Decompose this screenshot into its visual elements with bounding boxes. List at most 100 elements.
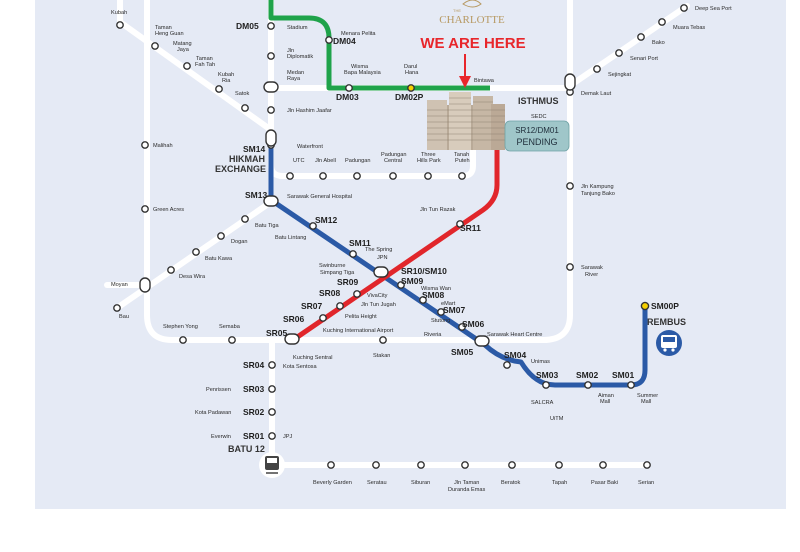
label: Desa Wira xyxy=(179,274,206,280)
station-dot xyxy=(319,314,327,322)
label: Riveria xyxy=(424,332,442,338)
headline: WE ARE HERE xyxy=(420,35,525,52)
station-dot xyxy=(417,461,425,469)
label: Green Acres xyxy=(153,207,184,213)
station-dot xyxy=(268,361,276,369)
area-hikmah-1: HIKMAH xyxy=(229,154,265,164)
label: Moyan xyxy=(111,282,128,288)
station-dot xyxy=(141,205,149,213)
label: VivaCity xyxy=(367,293,388,299)
map-svg: SR12/DM01 PENDING WE ARE HERE THE CHARLO… xyxy=(104,0,732,493)
interchange-sm14 xyxy=(265,129,277,147)
station-dot xyxy=(397,281,405,289)
label: River xyxy=(585,272,598,278)
station-dot xyxy=(192,248,200,256)
pending-code: SR12/DM01 xyxy=(515,126,559,135)
station-dot xyxy=(327,461,335,469)
building-tower-2 xyxy=(449,92,471,150)
label: Medan xyxy=(287,70,304,76)
building-windows xyxy=(427,97,505,141)
code-sr07: SR07 xyxy=(301,301,323,311)
label: Bau xyxy=(119,314,129,320)
route-deep-sea-port xyxy=(568,3,690,88)
interchange-sm13 xyxy=(263,195,279,207)
label: Stadium xyxy=(287,25,308,31)
station-dot xyxy=(680,4,688,12)
label: Kota Sentosa xyxy=(283,364,317,370)
red-line xyxy=(291,150,500,343)
label: Swinburne xyxy=(319,263,345,269)
station-dot xyxy=(458,172,466,180)
brand-emblem-icon xyxy=(462,0,482,8)
label: Heng Guan xyxy=(155,31,184,37)
code-sr06: SR06 xyxy=(283,314,305,324)
station-names: Kubah Taman Heng Guan Matang Jaya Taman … xyxy=(111,6,732,493)
code-sr09: SR09 xyxy=(337,277,359,287)
label: Darul xyxy=(404,64,417,70)
route-kubah xyxy=(117,19,274,133)
station-dot xyxy=(345,84,353,92)
code-sr11: SR11 xyxy=(460,223,481,233)
label: Padungan xyxy=(345,158,371,164)
label: SALCRA xyxy=(531,400,554,406)
code-sr10sm10: SR10/SM10 xyxy=(401,266,447,276)
label: Everwin xyxy=(211,434,231,440)
label: Kubah xyxy=(218,72,234,78)
code-sm05: SM05 xyxy=(451,347,473,357)
bus-icon xyxy=(671,348,675,352)
label: Aiman xyxy=(598,393,614,399)
station-dot xyxy=(268,385,276,393)
station-dot xyxy=(542,381,550,389)
label: Dogan xyxy=(231,239,247,245)
code-dm03: DM03 xyxy=(336,92,359,102)
label: Unimas xyxy=(531,359,550,365)
code-sm08: SM08 xyxy=(422,290,444,300)
brand-name: CHARLOTTE xyxy=(439,14,505,26)
interchange-sr10 xyxy=(373,266,389,278)
transit-map: SR12/DM01 PENDING WE ARE HERE THE CHARLO… xyxy=(35,0,786,509)
label: Kuching Sentral xyxy=(293,355,333,361)
station-dot xyxy=(566,182,574,190)
label: Kuching International Airport xyxy=(323,328,394,334)
label: Jln Taman xyxy=(454,480,479,486)
charlotte-building xyxy=(427,92,505,150)
code-sr01: SR01 xyxy=(243,431,265,441)
blue-line xyxy=(268,140,648,388)
label: Matang xyxy=(173,41,192,47)
area-rembus: REMBUS xyxy=(647,317,686,327)
code-dm02p: DM02P xyxy=(395,92,424,102)
code-dm04: DM04 xyxy=(333,36,356,46)
station-dot xyxy=(503,361,511,369)
label: Jln Tun Razak xyxy=(420,207,456,213)
code-sm14: SM14 xyxy=(243,144,265,154)
label: Diplomatik xyxy=(287,54,313,60)
label: Stakan xyxy=(373,353,390,359)
station-dot xyxy=(241,215,249,223)
label: Senari Port xyxy=(630,56,658,62)
station-dot xyxy=(658,18,666,26)
label: Pasar Baki xyxy=(591,480,618,486)
code-sm01: SM01 xyxy=(612,370,634,380)
code-sm03: SM03 xyxy=(536,370,558,380)
code-sr08: SR08 xyxy=(319,288,341,298)
label: Bintawa xyxy=(474,78,495,84)
bus-icon xyxy=(663,348,667,352)
label: Kota Padawan xyxy=(195,410,231,416)
label: UTC xyxy=(293,158,305,164)
station-dot xyxy=(241,104,249,112)
code-sm00p: SM00P xyxy=(651,301,679,311)
station-dot xyxy=(267,22,275,30)
interchange-sr05 xyxy=(284,333,300,345)
location-pin-icon xyxy=(459,76,471,88)
station-dot xyxy=(151,42,159,50)
label: Mall xyxy=(600,399,610,405)
station-dot xyxy=(407,84,415,92)
station-dot xyxy=(353,172,361,180)
label: Menara Pelita xyxy=(341,31,376,37)
code-sr05: SR05 xyxy=(266,328,288,338)
code-sm07: SM07 xyxy=(443,305,465,315)
code-sm02: SM02 xyxy=(576,370,598,380)
label: Tanah xyxy=(454,152,469,158)
station-dot xyxy=(599,461,607,469)
station-dot xyxy=(437,308,445,316)
